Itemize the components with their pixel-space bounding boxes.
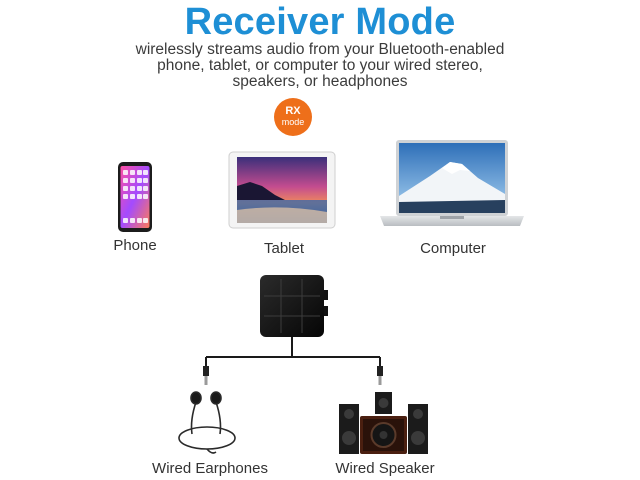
tablet-icon bbox=[228, 151, 336, 229]
connection-cables bbox=[205, 337, 381, 368]
rx-mode-badge: RX mode bbox=[274, 98, 312, 136]
page-subtitle: wirelessly streams audio from your Bluet… bbox=[60, 42, 580, 90]
subtitle-line: speakers, or headphones bbox=[232, 73, 408, 90]
audio-jack-icon bbox=[203, 366, 383, 385]
label-computer: Computer bbox=[420, 240, 486, 257]
speaker-system-icon bbox=[339, 392, 428, 454]
page-title: Receiver Mode bbox=[184, 1, 456, 43]
label-tablet: Tablet bbox=[263, 240, 305, 257]
label-phone: Phone bbox=[113, 237, 157, 254]
subtitle-line: wirelessly streams audio from your Bluet… bbox=[135, 41, 505, 58]
label-wired-speaker: Wired Speaker bbox=[335, 460, 435, 477]
bluetooth-receiver-icon bbox=[260, 275, 328, 337]
laptop-icon bbox=[380, 140, 524, 226]
badge-rx-text: RX bbox=[285, 105, 301, 117]
label-wired-earphones: Wired Earphones bbox=[152, 460, 268, 477]
phone-icon bbox=[118, 162, 152, 232]
subtitle-line: phone, tablet, or computer to your wired… bbox=[157, 57, 483, 74]
badge-mode-text: mode bbox=[281, 117, 305, 127]
earphones-icon bbox=[178, 391, 236, 454]
